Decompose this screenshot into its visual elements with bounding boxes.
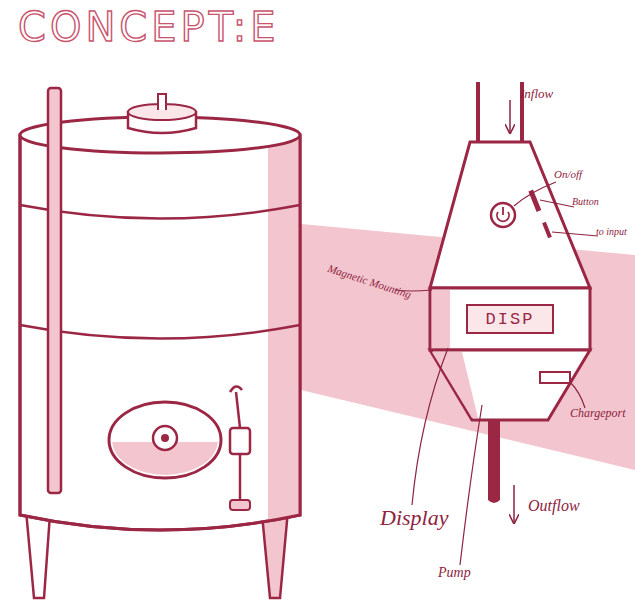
tank-leg — [26, 510, 50, 598]
leader-line — [460, 405, 482, 565]
valve-outlet — [230, 500, 250, 510]
tank-window — [109, 402, 221, 478]
page-title: CONCEPT:E — [18, 4, 279, 50]
valve-handle — [230, 386, 242, 392]
part-label: On/off — [554, 168, 582, 180]
flow-label: Inflow — [520, 86, 553, 102]
power-icon — [497, 207, 509, 221]
device-bottom — [430, 350, 590, 420]
inlet-pipes — [478, 82, 522, 142]
input-port — [542, 222, 552, 238]
charge-port — [540, 372, 570, 383]
display-screen: DISP — [466, 304, 554, 334]
outlet-pipe — [488, 420, 500, 503]
level-pipe — [48, 88, 61, 493]
device-band — [430, 288, 590, 350]
outflow-arrow — [513, 485, 515, 522]
lid-handle — [158, 94, 166, 110]
valve-pipe — [239, 454, 242, 505]
part-label: Pump — [438, 565, 471, 581]
flow-label: Outflow — [528, 497, 580, 515]
part-label: Chargeport — [570, 406, 626, 421]
tank-leg — [262, 510, 288, 598]
device-shading — [432, 352, 478, 418]
side-button — [528, 190, 541, 212]
window-hub-center — [161, 434, 169, 442]
leader-line — [412, 348, 448, 505]
power-button — [491, 203, 515, 227]
part-label: to input — [596, 226, 627, 237]
valve-body — [230, 428, 250, 454]
leader-line — [552, 232, 598, 236]
wine-level — [112, 442, 218, 475]
device-top — [430, 142, 590, 288]
window-hub — [153, 426, 177, 450]
leader-line — [570, 382, 585, 408]
part-label: Display — [380, 505, 448, 531]
valve-stem — [236, 392, 240, 428]
inflow-arrow — [509, 100, 511, 132]
part-label: Button — [572, 196, 599, 207]
display-text: DISP — [486, 310, 535, 329]
leader-line — [540, 200, 574, 207]
device-shading — [432, 290, 450, 348]
